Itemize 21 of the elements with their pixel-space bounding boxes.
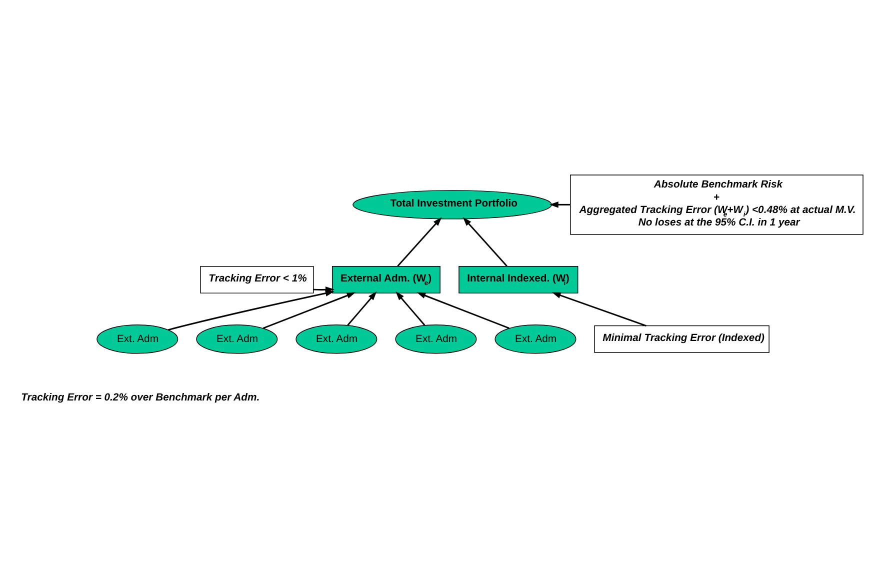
node-box: External Adm. (W$_{e}$) [331, 266, 440, 294]
arrow [551, 292, 646, 326]
node-box: Absolute Benchmark Risk + Aggregated Tracking Error (W$_{e}$+W$_{i}$) <0.48% at actual M.V. No loses at the 95% C.I. in 1 year [570, 174, 863, 235]
node-ellipse: Ext. Adm [494, 324, 576, 354]
arrow [396, 217, 442, 267]
arrow [548, 202, 570, 208]
node-ellipse: Total Investment Portfolio [352, 190, 552, 220]
label: Tracking Error = 0.2% over Benchmark per Adm. [20, 392, 260, 404]
arrow [167, 290, 334, 331]
arrow [462, 217, 507, 267]
node-ellipse: Ext. Adm [394, 324, 476, 354]
node-ellipse: Ext. Adm [96, 324, 178, 354]
node-box: Tracking Error < 1% [200, 266, 314, 294]
node-ellipse: Ext. Adm [295, 324, 377, 354]
arrow [262, 292, 356, 329]
node-box: Internal Indexed. (W$_{i}$) [458, 266, 578, 294]
arrow [346, 291, 376, 326]
node-box: Minimal Tracking Error (Indexed) [594, 325, 769, 353]
arrow [395, 291, 425, 326]
node-ellipse: Ext. Adm [196, 324, 278, 354]
arrow [416, 292, 509, 329]
